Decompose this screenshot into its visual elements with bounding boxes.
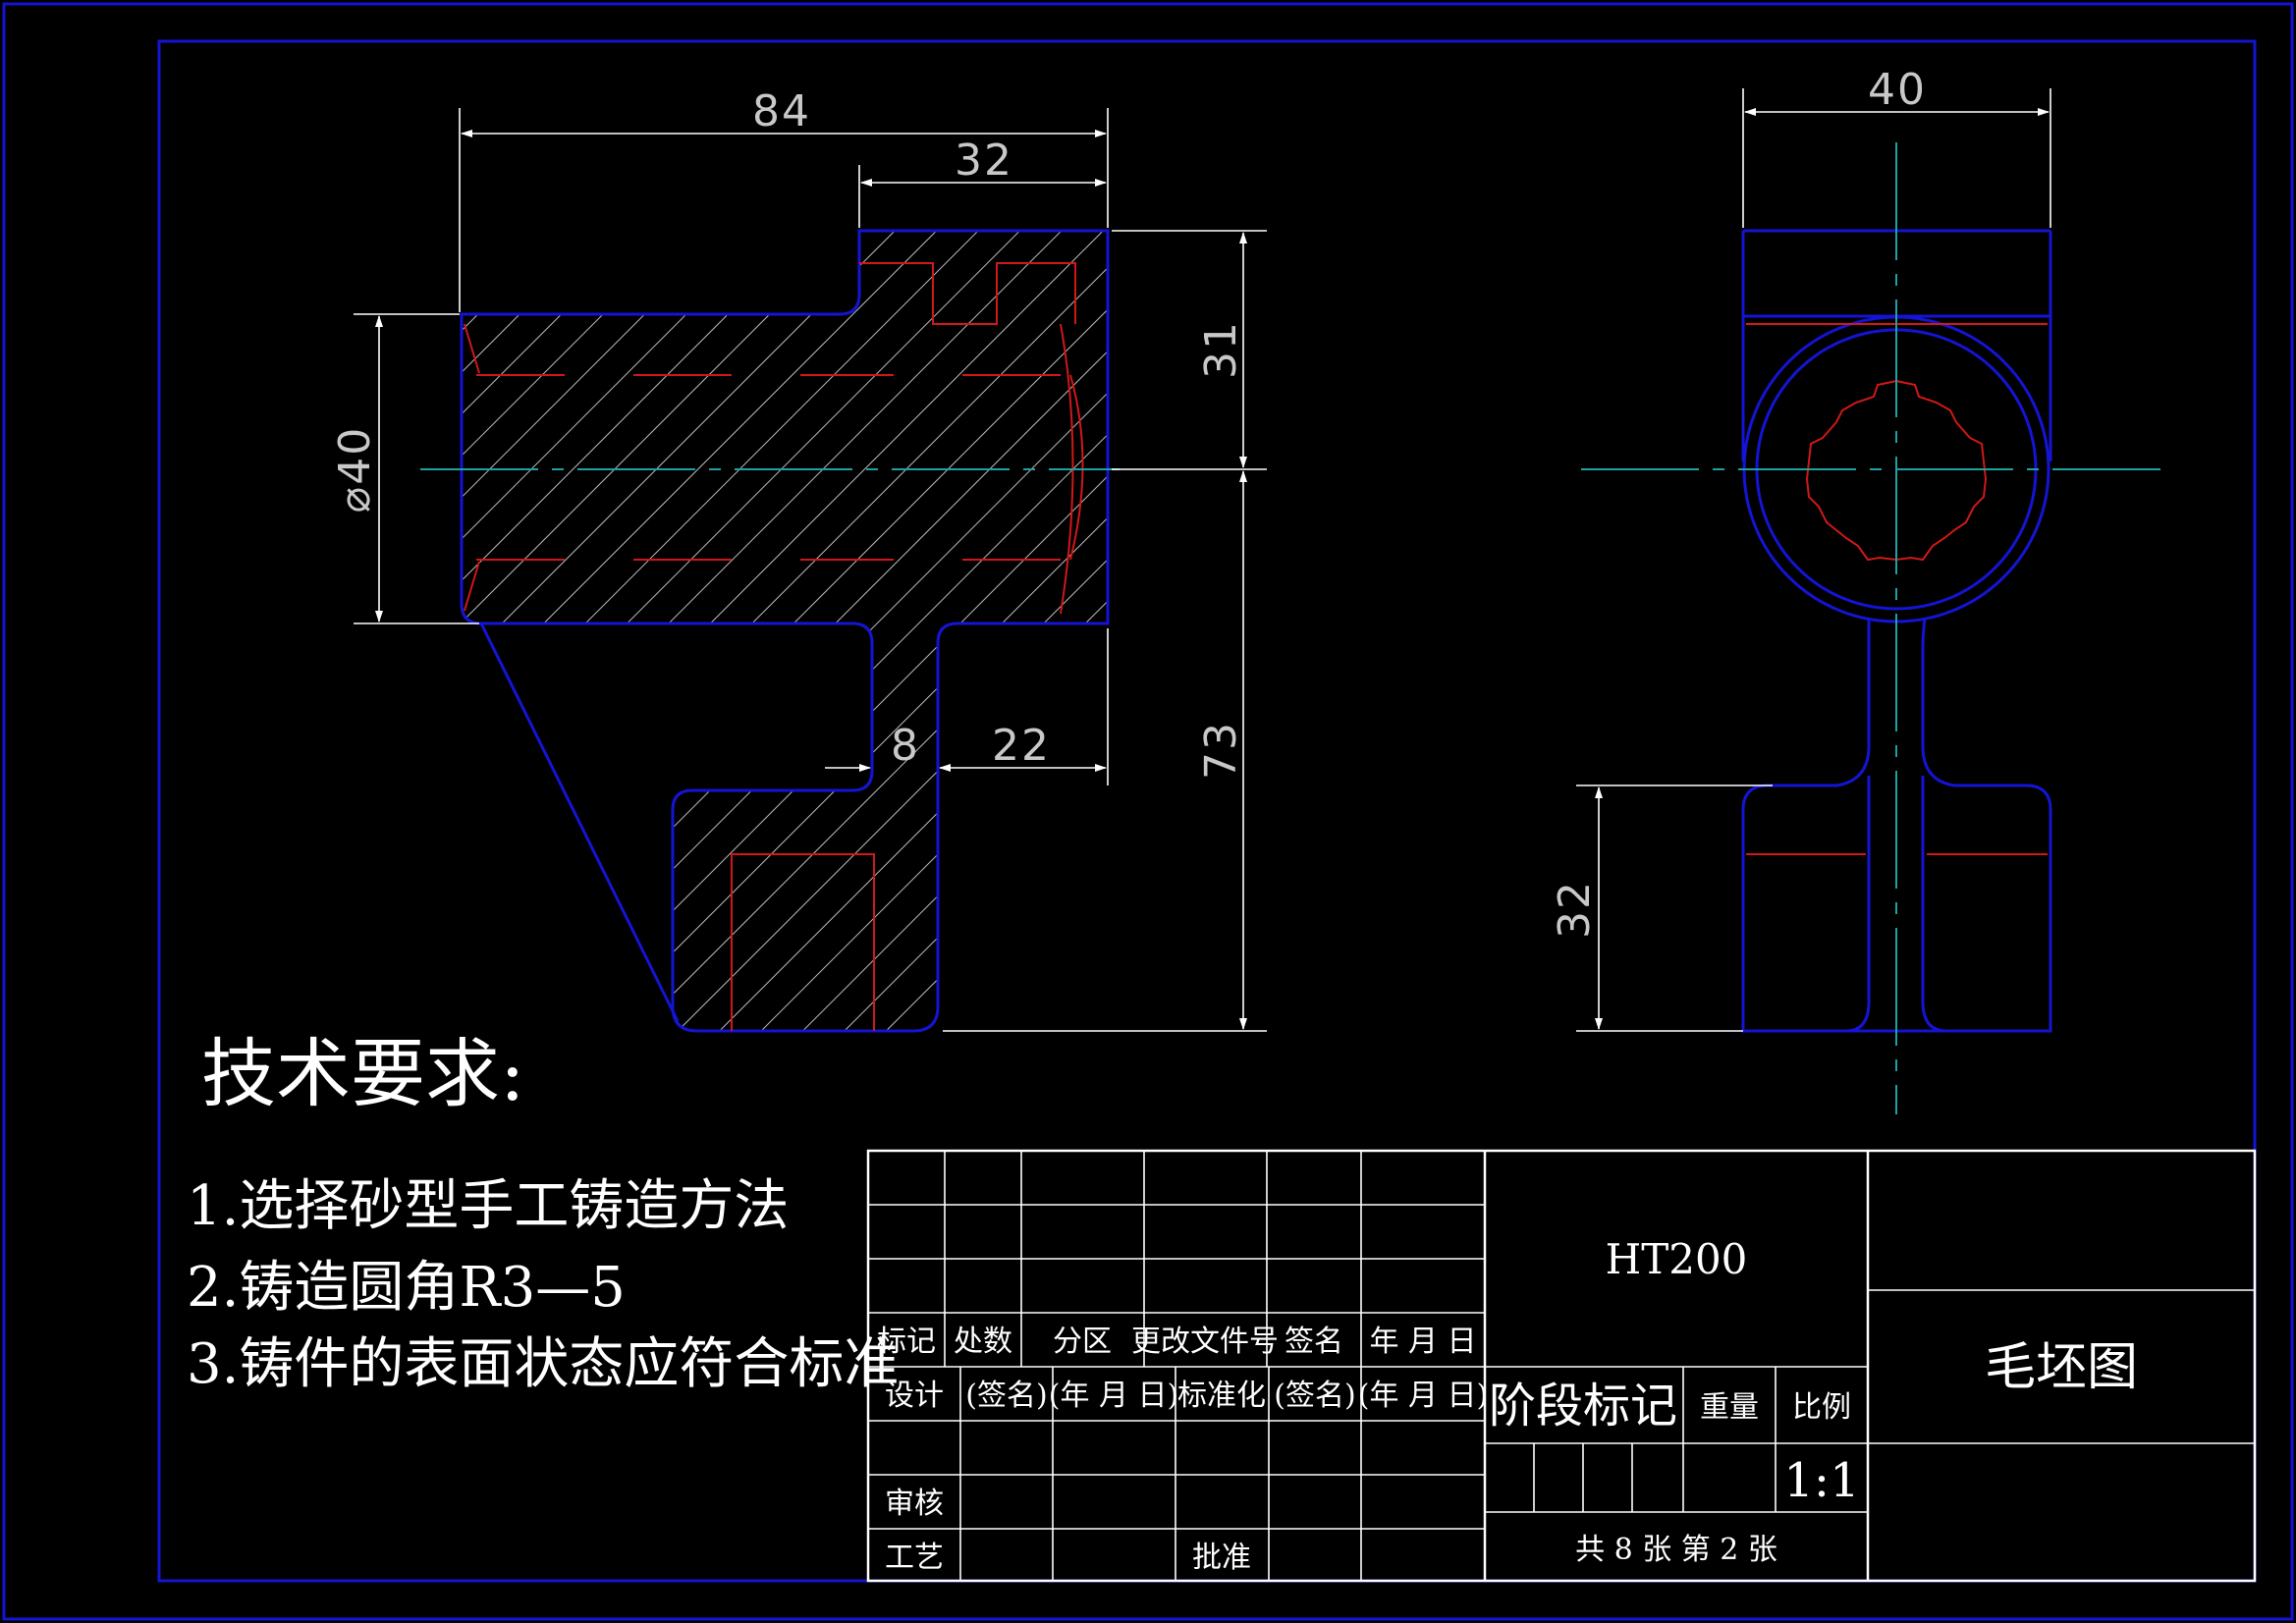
front-section-view: 84 32 31 73 ⌀40 8 22 xyxy=(330,86,1267,1033)
tb-label-review: 审核 xyxy=(885,1487,944,1521)
tb-standard-date: (年 月 日) xyxy=(1358,1379,1488,1413)
section-body xyxy=(460,229,1110,1033)
tb-label-process: 工艺 xyxy=(885,1541,944,1575)
dim-40-side: 40 xyxy=(1868,65,1927,115)
tb-label-standard: 标准化 xyxy=(1177,1379,1266,1413)
tb-scale-label: 比例 xyxy=(1792,1390,1851,1425)
tb-label-sign: 签名 xyxy=(1285,1325,1343,1359)
dim-84: 84 xyxy=(752,86,811,136)
draft-line xyxy=(479,622,680,1022)
tb-material: HT200 xyxy=(1606,1235,1748,1283)
tb-stage-mark: 阶段标记 xyxy=(1489,1379,1677,1434)
tech-item-1: 1.选择砂型手工铸造方法 xyxy=(187,1174,789,1238)
tb-label-date: 年 月 日 xyxy=(1369,1325,1476,1359)
dim-32-side: 32 xyxy=(1550,880,1600,939)
tb-design-sign: (签名) xyxy=(965,1379,1047,1413)
dim-32-top: 32 xyxy=(955,135,1013,186)
tech-item-3: 3.铸件的表面状态应符合标准 xyxy=(187,1332,899,1396)
tb-label-approve: 批准 xyxy=(1192,1541,1251,1575)
tech-requirements-title: 技术要求: xyxy=(201,1030,525,1117)
tb-label-design: 设计 xyxy=(885,1379,944,1413)
tb-label-mark: 标记 xyxy=(877,1325,936,1359)
dim-8: 8 xyxy=(891,721,920,771)
dim-22: 22 xyxy=(992,721,1051,771)
tb-label-count: 处数 xyxy=(954,1325,1012,1359)
tb-scale-value: 1:1 xyxy=(1783,1453,1859,1508)
dim-31: 31 xyxy=(1196,320,1246,379)
tb-design-date: (年 月 日) xyxy=(1049,1379,1178,1413)
side-centerlines xyxy=(1581,142,2160,1114)
tb-sheets: 共 8 张 第 2 张 xyxy=(1575,1533,1777,1567)
tb-drawing-name: 毛坯图 xyxy=(1985,1338,2138,1397)
tb-label-zone: 分区 xyxy=(1053,1325,1112,1359)
title-block xyxy=(866,1149,2257,1583)
tb-weight-label: 重量 xyxy=(1700,1390,1759,1425)
dim-40-diameter: ⌀40 xyxy=(330,426,380,513)
hidden-lines-bore xyxy=(464,262,1084,1031)
tb-standard-sign: (签名) xyxy=(1274,1379,1355,1413)
tb-label-change-doc: 更改文件号 xyxy=(1131,1325,1279,1359)
dim-73: 73 xyxy=(1196,721,1246,780)
tech-item-2: 2.铸造圆角R3—5 xyxy=(187,1256,626,1320)
